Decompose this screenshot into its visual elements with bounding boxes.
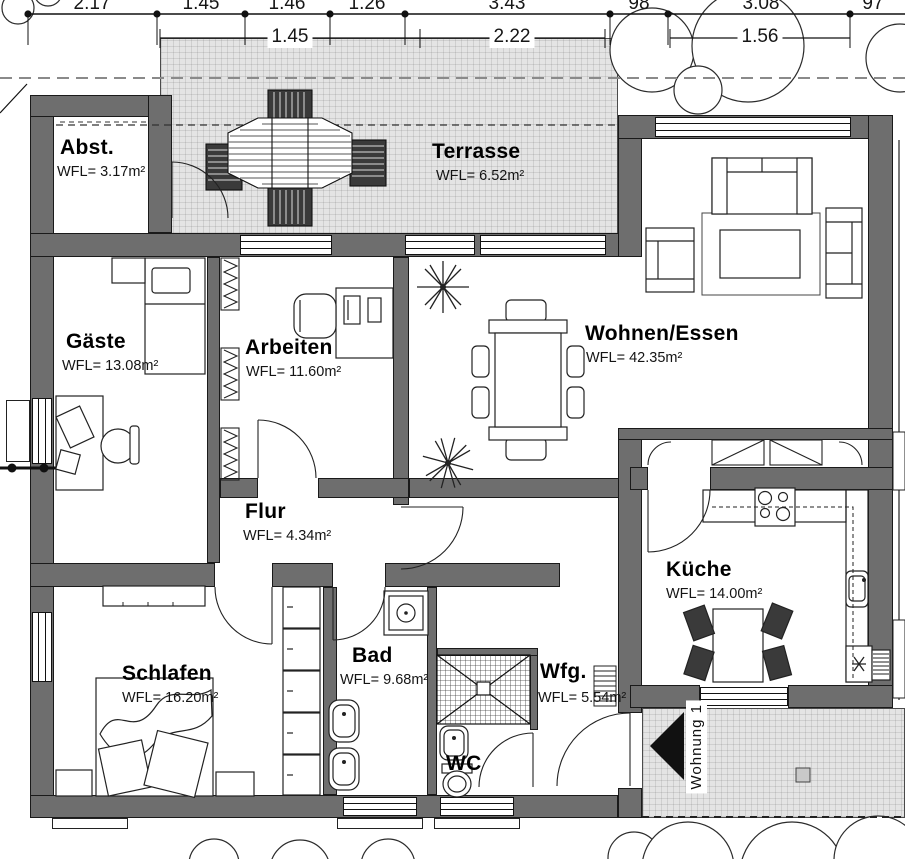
window <box>343 797 417 816</box>
kitchen-fixtures <box>682 487 891 683</box>
dimension-label: 97 <box>862 0 884 14</box>
room-label-abst: Abst. <box>60 136 114 159</box>
room-area-arbeiten: WFL= 11.60m² <box>246 364 342 380</box>
window <box>655 117 851 137</box>
dimension-label: 3.43 <box>488 0 526 14</box>
wall-segment <box>30 795 618 818</box>
window <box>440 797 514 816</box>
window-sill <box>337 818 423 829</box>
entrance-walkway-paving <box>642 708 905 818</box>
shower <box>436 654 531 725</box>
room-label-gaeste: Gäste <box>66 330 126 353</box>
dimension-label: 1.46 <box>268 0 306 14</box>
window <box>32 398 52 464</box>
wall-segment <box>393 257 409 505</box>
bathroom-fixtures <box>328 590 429 791</box>
apartment-entrance-label: Wohnung 1 <box>686 700 707 794</box>
neighbor-boundary-line <box>892 140 905 700</box>
terrace-paving <box>160 38 618 234</box>
wall-segment <box>318 478 409 498</box>
plant <box>417 261 474 489</box>
dimension-label: 1.26 <box>348 0 386 14</box>
wall-segment <box>630 467 648 490</box>
wall-segment <box>427 587 437 795</box>
room-area-gaeste: WFL= 13.08m² <box>62 358 159 374</box>
dimension-label: 1.56 <box>737 26 783 48</box>
window-sill <box>434 818 520 829</box>
window-sill <box>6 400 30 462</box>
wall-segment <box>788 685 893 708</box>
room-label-kueche: Küche <box>666 558 732 581</box>
terrace-door <box>405 235 475 255</box>
window <box>700 687 788 706</box>
room-label-flur: Flur <box>245 500 286 523</box>
room-area-bad: WFL= 9.68m² <box>340 672 429 688</box>
window <box>32 612 52 682</box>
terrace-sliding-door <box>480 235 606 255</box>
room-label-wc: WC <box>446 752 482 775</box>
wall-segment <box>710 467 893 490</box>
room-label-arbeiten: Arbeiten <box>245 336 333 359</box>
wall-segment <box>409 478 630 498</box>
wall-segment <box>868 115 893 708</box>
wall-segment <box>220 478 258 498</box>
room-area-abst: WFL= 3.17m² <box>57 164 146 180</box>
wall-segment <box>618 428 893 440</box>
room-label-wfg: Wfg. <box>540 660 587 683</box>
dimension-label: 2.22 <box>489 26 535 48</box>
room-area-kueche: WFL= 14.00m² <box>666 586 763 602</box>
room-area-flur: WFL= 4.34m² <box>243 528 332 544</box>
wall-segment <box>385 563 560 587</box>
dimension-label: 1.45 <box>267 26 313 48</box>
living-furniture <box>645 157 863 299</box>
wall-segment <box>437 648 538 656</box>
dimension-label: 98 <box>628 0 650 14</box>
built-in-closets <box>647 439 863 466</box>
dimension-label: 2.17 <box>73 0 111 14</box>
room-area-wohnen-essen: WFL= 42.35m² <box>586 350 683 366</box>
wall-segment <box>630 685 700 708</box>
wardrobe <box>282 586 321 796</box>
dimension-label: 3.08 <box>742 0 780 14</box>
wall-segment <box>148 95 172 233</box>
room-label-terrasse: Terrasse <box>432 140 521 163</box>
room-area-terrasse: WFL= 6.52m² <box>436 168 525 184</box>
radiator <box>220 257 240 481</box>
window <box>240 235 332 255</box>
room-label-wohnen-essen: Wohnen/Essen <box>585 322 739 345</box>
wall-segment <box>530 655 538 730</box>
guest-room-furniture <box>55 257 206 491</box>
dining-set <box>471 299 585 461</box>
room-area-schlafen: WFL= 16.20m² <box>122 690 219 706</box>
wall-segment <box>618 788 642 818</box>
wall-segment <box>272 563 333 587</box>
window-sill <box>52 818 128 829</box>
dimension-label: 1.45 <box>182 0 220 14</box>
room-label-schlafen: Schlafen <box>122 662 212 685</box>
room-area-wfg: WFL= 5.54m² <box>538 690 627 706</box>
wall-segment <box>207 257 220 563</box>
room-label-bad: Bad <box>352 644 393 667</box>
wall-segment <box>323 587 337 795</box>
wall-segment <box>30 563 215 587</box>
